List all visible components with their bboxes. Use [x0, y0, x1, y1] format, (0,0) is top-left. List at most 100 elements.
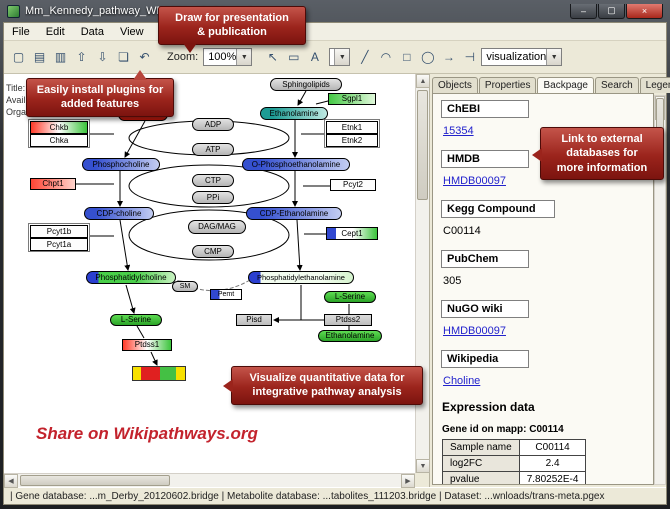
- line-tool-icon[interactable]: ╱: [361, 50, 369, 64]
- pathway-node[interactable]: Ptdss1: [122, 339, 172, 351]
- pathway-node[interactable]: PPi: [192, 191, 234, 204]
- pathway-node[interactable]: Pcyt2: [330, 179, 376, 191]
- panel-tab[interactable]: Legend: [639, 77, 670, 93]
- new-file-icon[interactable]: ▢: [12, 50, 25, 64]
- pathway-node[interactable]: Pcyt1a: [30, 238, 88, 251]
- pathway-node[interactable]: Ethanolamine: [260, 107, 328, 120]
- pathway-node[interactable]: CMP: [192, 245, 234, 258]
- arrow-tool-icon[interactable]: →: [442, 50, 455, 64]
- pathway-node[interactable]: Chpt1: [30, 178, 76, 190]
- pathway-node[interactable]: CTP: [192, 174, 234, 187]
- pathway-node[interactable]: CDP-choline: [84, 207, 154, 220]
- pathway-node[interactable]: Phosphatidylcholine: [86, 271, 176, 284]
- database-id-link[interactable]: HMDB00097: [443, 325, 506, 337]
- pathway-node[interactable]: Chkb: [30, 121, 88, 134]
- visualization-combobox[interactable]: visualization ▼: [481, 48, 563, 66]
- table-cell-value: C00114: [518, 439, 587, 456]
- menu-item[interactable]: Data: [80, 25, 104, 38]
- import-icon[interactable]: ⇧: [76, 50, 87, 64]
- pathway-node[interactable]: Chka: [30, 134, 88, 147]
- app-icon: [7, 4, 20, 18]
- menu-item[interactable]: View: [119, 25, 144, 38]
- panel-tab[interactable]: Backpage: [537, 77, 594, 94]
- canvas-horizontal-scrollbar[interactable]: ◀ ▶: [4, 473, 415, 488]
- style-combobox[interactable]: ▼: [329, 48, 351, 66]
- pathway-node[interactable]: [132, 366, 186, 381]
- pathway-node[interactable]: Pcyt1b: [30, 225, 88, 238]
- chevron-down-icon[interactable]: ▼: [546, 49, 562, 65]
- database-id-link[interactable]: 15354: [443, 125, 474, 137]
- arc-tool-icon[interactable]: ◠: [380, 50, 392, 64]
- save-icon[interactable]: ▥: [54, 50, 67, 64]
- copy-icon[interactable]: ❏: [118, 50, 129, 64]
- minimize-button[interactable]: –: [570, 3, 597, 19]
- pathway-node[interactable]: Etnk2: [326, 134, 378, 147]
- backpage-section: PubChem 305: [441, 250, 645, 289]
- database-id-link[interactable]: Choline: [443, 375, 481, 387]
- maximize-button[interactable]: ▢: [598, 3, 625, 19]
- pathway-node[interactable]: SM: [172, 281, 198, 292]
- zoom-combobox[interactable]: 100% ▼: [203, 48, 253, 66]
- side-panel-tabs: ObjectsPropertiesBackpageSearchLegend: [430, 74, 670, 94]
- callout-plugins: Easily install plugins for added feature…: [26, 70, 174, 117]
- export-icon[interactable]: ⇩: [97, 50, 108, 64]
- menu-item[interactable]: Edit: [45, 25, 65, 38]
- title-bar[interactable]: Mm_Kennedy_pathway_WP1771_45176.gpml – ▢…: [3, 0, 667, 22]
- panel-tab[interactable]: Search: [594, 77, 639, 93]
- open-icon[interactable]: ▤: [33, 50, 46, 64]
- database-id-link[interactable]: 305: [443, 275, 462, 287]
- table-row: log2FC 2.4: [442, 455, 587, 472]
- pathway-node[interactable]: ATP: [192, 143, 234, 156]
- table-row: pvalue 7.80252E-4: [442, 471, 587, 484]
- pathway-node[interactable]: L-Serine: [110, 314, 162, 326]
- visualization-value: visualization: [486, 51, 547, 63]
- undo-icon[interactable]: ↶: [139, 50, 150, 64]
- menu-item[interactable]: File: [12, 25, 30, 38]
- pathway-node[interactable]: [324, 119, 380, 148]
- scroll-down-icon[interactable]: ▼: [416, 459, 430, 473]
- pathway-node[interactable]: Phosphatidylethanolamine: [248, 271, 354, 284]
- expression-table: Sample name C00114 log2FC 2.4: [442, 439, 587, 484]
- scroll-right-icon[interactable]: ▶: [401, 474, 415, 488]
- pathway-nodes-layer: SphingolipidsSgpl1CholineEthanolamineADP…: [4, 74, 415, 473]
- database-id-link[interactable]: HMDB00097: [443, 175, 506, 187]
- pathway-node[interactable]: [28, 119, 90, 148]
- panel-tab[interactable]: Properties: [478, 77, 537, 93]
- database-name-box: ChEBI: [441, 100, 529, 118]
- database-id-link[interactable]: C00114: [443, 225, 481, 237]
- oval-tool-icon[interactable]: ◯: [421, 50, 435, 64]
- chevron-down-icon[interactable]: ▼: [334, 49, 350, 65]
- pathway-node[interactable]: Sgpl1: [328, 93, 376, 105]
- backpage-section: NuGO wiki HMDB00097: [441, 300, 645, 339]
- pathway-node[interactable]: O-Phosphoethanolamine: [242, 158, 350, 171]
- pathway-node[interactable]: Pisd: [236, 314, 272, 326]
- tbar-tool-icon[interactable]: ⊣: [464, 50, 476, 64]
- canvas-vertical-scrollbar[interactable]: ▲ ▼: [415, 74, 430, 473]
- pathway-node[interactable]: Pemt: [210, 289, 242, 300]
- pathway-node[interactable]: Ethanolamine: [318, 330, 382, 342]
- panel-tab[interactable]: Objects: [432, 77, 478, 93]
- pathway-node[interactable]: Phosphocholine: [82, 158, 160, 171]
- pathway-node[interactable]: ADP: [192, 118, 234, 131]
- scrollbar-thumb[interactable]: [417, 90, 428, 200]
- scroll-up-icon[interactable]: ▲: [416, 74, 430, 88]
- close-button[interactable]: ×: [626, 3, 663, 19]
- pathway-node[interactable]: CDP-Ethanolamine: [246, 207, 342, 220]
- datanode-tool-icon[interactable]: ▭: [288, 50, 300, 64]
- pathway-node[interactable]: L-Serine: [324, 291, 376, 303]
- label-tool-icon[interactable]: A: [310, 50, 319, 64]
- pathway-node[interactable]: [28, 223, 90, 252]
- scrollbar-thumb[interactable]: [20, 475, 170, 486]
- chevron-down-icon[interactable]: ▼: [236, 49, 252, 65]
- pathway-node[interactable]: Etnk1: [326, 121, 378, 134]
- rectangle-tool-icon[interactable]: □: [403, 50, 411, 64]
- pathway-node[interactable]: Sphingolipids: [270, 78, 342, 91]
- pathway-node[interactable]: DAG/MAG: [188, 220, 246, 234]
- scroll-left-icon[interactable]: ◀: [4, 474, 18, 488]
- pathway-node[interactable]: Ptdss2: [324, 314, 372, 326]
- table-cell-key: Sample name: [442, 439, 520, 456]
- pointer-tool-icon[interactable]: ↖: [267, 50, 278, 64]
- pathway-node[interactable]: Cept1: [326, 227, 378, 240]
